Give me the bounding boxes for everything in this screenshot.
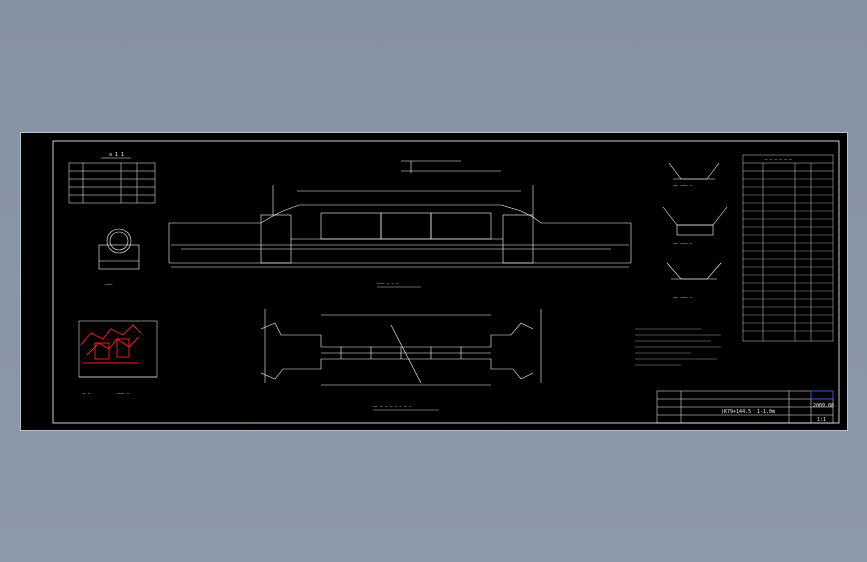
plan-title: ── ─ ─ ─ ─ ─ ─ ─	[372, 404, 412, 409]
title-block	[656, 390, 834, 424]
inner-border	[52, 140, 840, 424]
svg-text:── ─── ─: ── ─── ─	[672, 183, 693, 188]
svg-text:── ─── ─: ── ─── ─	[672, 241, 693, 246]
drawing-sheet[interactable]: ≡ 1 1 ─── ─ ─	[20, 132, 848, 431]
title-date: 2009.08	[813, 403, 834, 409]
svg-text:─── ─: ─── ─	[116, 391, 130, 396]
material-table-rows	[743, 178, 833, 332]
title-code: (K79+144.5	[721, 409, 751, 415]
title-accent-box	[810, 390, 834, 400]
plan-view	[260, 309, 542, 386]
pipe-section	[98, 228, 140, 270]
svg-text:≡ 1 1: ≡ 1 1	[109, 152, 124, 158]
notes-block	[635, 328, 721, 366]
spec-table: ≡ 1 1	[68, 152, 156, 204]
material-table	[742, 154, 834, 342]
drawing-canvas: ≡ 1 1 ─── ─ ─	[52, 140, 840, 424]
red-detail	[80, 324, 142, 364]
svg-text:─ ─: ─ ─	[82, 391, 91, 396]
svg-text:── ─── ─: ── ─── ─	[672, 295, 693, 300]
title-code-2: 1-1.0m	[757, 409, 775, 415]
section-views	[662, 162, 728, 280]
title-scale: 1:1	[817, 417, 826, 423]
svg-text:─ ─ ─ ─ ─ ─: ─ ─ ─ ─ ─ ─	[764, 157, 792, 162]
elevation-title: ─── ─ ─ ─	[376, 281, 399, 286]
pipe-section-label: ───	[104, 282, 113, 287]
red-detail-outline	[78, 320, 158, 378]
elevation-profile	[168, 160, 632, 268]
